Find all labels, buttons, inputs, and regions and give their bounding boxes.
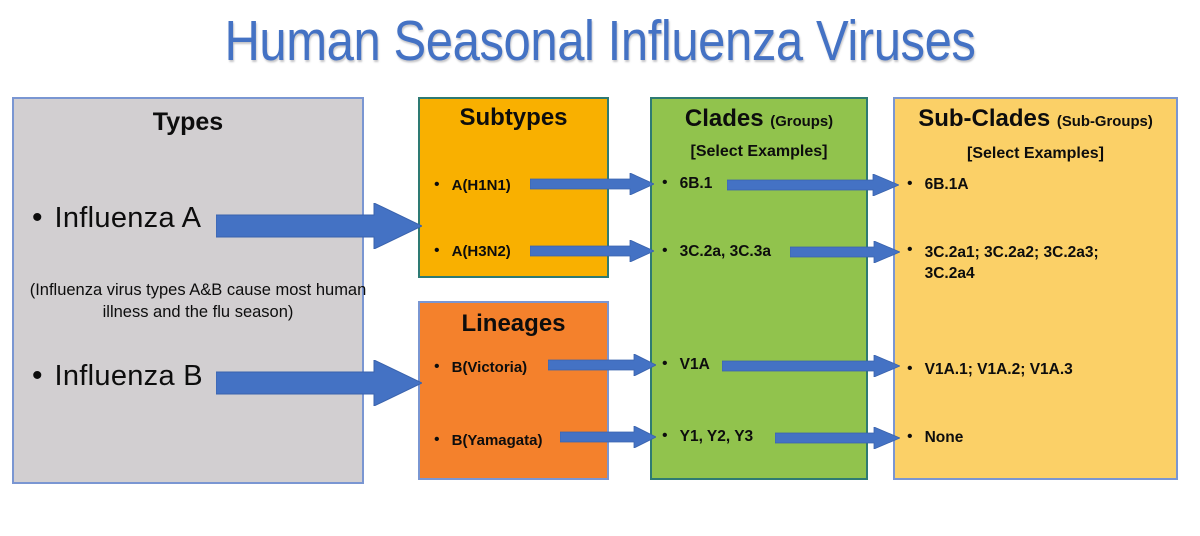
subclades-item-label: 6B.1A bbox=[924, 176, 969, 193]
bullet-icon: • bbox=[434, 242, 440, 259]
subtypes-heading: Subtypes bbox=[459, 104, 568, 131]
clades-item-6b1: • 6B.1 bbox=[662, 175, 712, 193]
bullet-icon: • bbox=[434, 431, 440, 448]
subtypes-item-h1n1: • A(H1N1) bbox=[434, 176, 511, 195]
types-heading: Types bbox=[152, 108, 224, 136]
subclades-item-v1a-group: • V1A.1; V1A.2; V1A.3 bbox=[907, 361, 1073, 379]
arrow-v1a-to-v1a1 bbox=[722, 355, 900, 377]
clades-item-label: Y1, Y2, Y3 bbox=[679, 428, 754, 445]
subclades-heading-main: Sub-Clades bbox=[918, 105, 1051, 132]
bullet-icon: • bbox=[907, 175, 913, 192]
subclades-panel: Sub-Clades (Sub-Groups) [Select Examples… bbox=[893, 97, 1178, 480]
clades-item-y1-y2-y3: • Y1, Y2, Y3 bbox=[662, 428, 753, 446]
clades-item-label: 6B.1 bbox=[679, 175, 713, 192]
subtypes-item-label: A(H3N2) bbox=[451, 243, 511, 260]
subtypes-item-label: A(H1N1) bbox=[451, 177, 511, 194]
types-note: (Influenza virus types A&B cause most hu… bbox=[29, 281, 367, 321]
lineages-item-label: B(Yamagata) bbox=[451, 432, 543, 449]
arrow-y1y2y3-to-none bbox=[775, 427, 900, 449]
bullet-icon: • bbox=[662, 355, 668, 372]
bullet-icon: • bbox=[32, 201, 43, 234]
clades-item-label: 3C.2a, 3C.3a bbox=[679, 243, 771, 260]
clades-item-v1a: • V1A bbox=[662, 356, 710, 374]
subclades-subheading: [Select Examples] bbox=[967, 145, 1104, 162]
arrow-influenza-a-to-subtypes bbox=[216, 203, 422, 249]
subclades-item-label: V1A.1; V1A.2; V1A.3 bbox=[924, 361, 1073, 378]
subtypes-item-h3n2: • A(H3N2) bbox=[434, 242, 511, 261]
subclades-item-label: 3C.2a1; 3C.2a2; 3C.2a3; 3C.2a4 bbox=[924, 244, 1099, 282]
bullet-icon: • bbox=[662, 427, 668, 444]
clades-subheading: [Select Examples] bbox=[690, 143, 828, 160]
types-item-label: Influenza A bbox=[54, 202, 202, 234]
types-item-label: Influenza B bbox=[54, 360, 203, 392]
bullet-icon: • bbox=[434, 176, 440, 193]
subclades-item-3c2a-group: • 3C.2a1; 3C.2a2; 3C.2a3; 3C.2a4 bbox=[907, 242, 1099, 284]
types-panel: Types • Influenza A (Influenza virus typ… bbox=[12, 97, 366, 484]
subclades-heading: Sub-Clades (Sub-Groups) bbox=[895, 106, 1176, 132]
arrow-victoria-to-v1a bbox=[548, 354, 656, 376]
lineages-item-victoria: • B(Victoria) bbox=[434, 358, 528, 377]
lineages-item-label: B(Victoria) bbox=[451, 359, 528, 376]
bullet-icon: • bbox=[32, 359, 43, 392]
subclades-item-6b1a: • 6B.1A bbox=[907, 176, 969, 194]
bullet-icon: • bbox=[434, 358, 440, 375]
arrow-h1n1-to-6b1 bbox=[530, 173, 654, 195]
bullet-icon: • bbox=[907, 428, 913, 445]
types-item-influenza-b: • Influenza B bbox=[32, 360, 203, 393]
arrow-h3n2-to-3c2a bbox=[530, 240, 654, 262]
types-item-influenza-a: • Influenza A bbox=[32, 202, 201, 235]
subclades-item-none: • None bbox=[907, 429, 963, 447]
arrow-influenza-b-to-lineages bbox=[216, 360, 422, 406]
clades-item-3c2a-3c3a: • 3C.2a, 3C.3a bbox=[662, 243, 771, 261]
lineages-item-yamagata: • B(Yamagata) bbox=[434, 431, 543, 450]
clades-heading: Clades (Groups) bbox=[652, 106, 866, 132]
clades-heading-main: Clades bbox=[684, 105, 764, 132]
arrow-3c2a-to-3c2a1 bbox=[790, 241, 900, 263]
clades-item-label: V1A bbox=[679, 356, 710, 373]
bullet-icon: • bbox=[907, 241, 913, 258]
bullet-icon: • bbox=[662, 174, 668, 191]
arrow-6b1-to-6b1a bbox=[727, 174, 899, 196]
arrow-yamagata-to-y1y2y3 bbox=[560, 426, 656, 448]
bullet-icon: • bbox=[662, 242, 668, 259]
subclades-item-label: None bbox=[924, 429, 964, 446]
lineages-panel: Lineages • B(Victoria) • B(Yamagata) bbox=[418, 301, 609, 480]
bullet-icon: • bbox=[907, 360, 913, 377]
clades-panel: Clades (Groups) [Select Examples] • 6B.1… bbox=[650, 97, 868, 480]
lineages-heading: Lineages bbox=[461, 310, 566, 337]
clades-heading-note: (Groups) bbox=[770, 114, 834, 130]
page-title: Human Seasonal Influenza Viruses bbox=[224, 9, 976, 73]
subclades-heading-note: (Sub-Groups) bbox=[1056, 114, 1153, 130]
